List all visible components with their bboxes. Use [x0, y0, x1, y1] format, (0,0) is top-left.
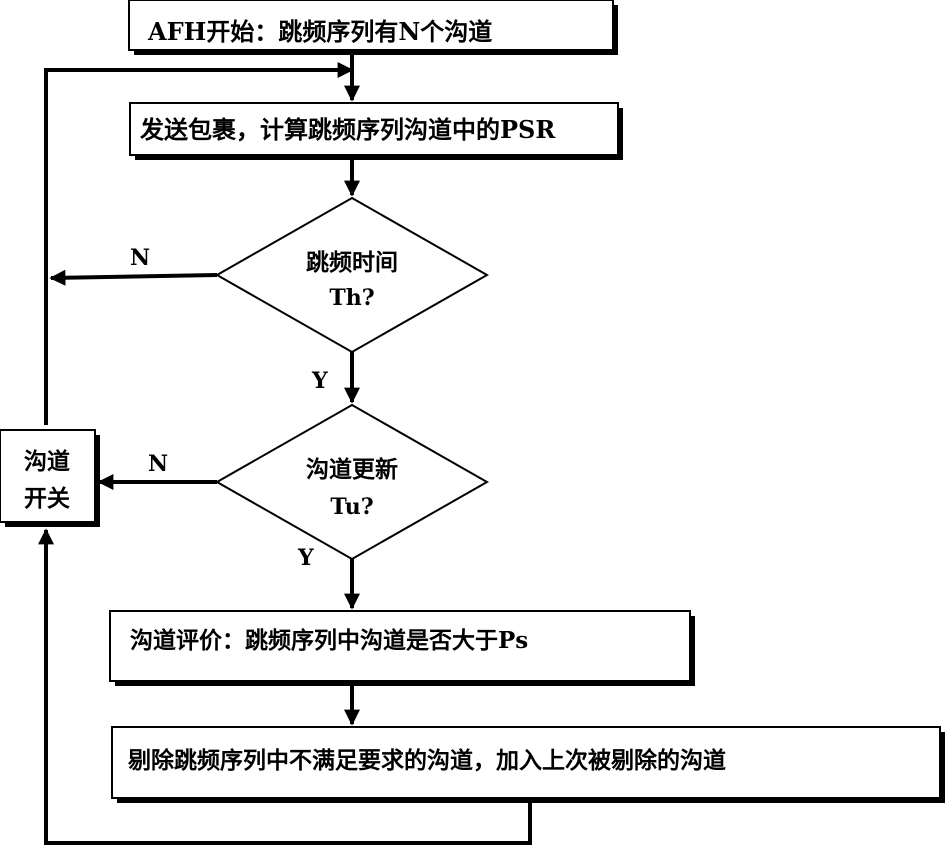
decision-hop-line2: Th? [329, 285, 374, 311]
arrow-loop-top [44, 62, 354, 425]
connectors [38, 55, 532, 845]
send-box-label: 发送包裹，计算跳频序列沟道中的PSR [139, 115, 556, 144]
decision-hop-time: 跳频时间 Th? [214, 196, 490, 354]
evaluate-box: 沟道评价：跳频序列中沟道是否大于Ps [109, 610, 695, 686]
label-hop-yes: Y [311, 368, 328, 394]
arrow-hop-no [49, 269, 218, 286]
decision-hop-line1: 跳频时间 [306, 249, 398, 276]
switch-line2: 开关 [24, 485, 70, 512]
switch-line1: 沟道 [24, 448, 70, 475]
start-box-label: AFH开始：跳频序列有N个沟道 [147, 17, 492, 46]
send-box: 发送包裹，计算跳频序列沟道中的PSR [129, 102, 623, 160]
evaluate-box-label: 沟道评价：跳频序列中沟道是否大于Ps [130, 627, 528, 654]
label-hop-no: N [130, 245, 150, 271]
label-update-yes: Y [297, 545, 314, 571]
arrow-remove-to-switch [38, 528, 532, 845]
label-update-no: N [148, 451, 168, 477]
decision-update-line1: 沟道更新 [306, 456, 398, 483]
start-box: AFH开始：跳频序列有N个沟道 [128, 0, 618, 55]
remove-box-label: 剔除跳频序列中不满足要求的沟道，加入上次被剔除的沟道 [127, 747, 726, 774]
decision-channel-update: 沟道更新 Tu? [214, 403, 490, 561]
switch-box: 沟道 开关 [0, 429, 100, 527]
decision-update-line2: Tu? [330, 494, 373, 520]
remove-box: 剔除跳频序列中不满足要求的沟道，加入上次被剔除的沟道 [111, 726, 945, 803]
